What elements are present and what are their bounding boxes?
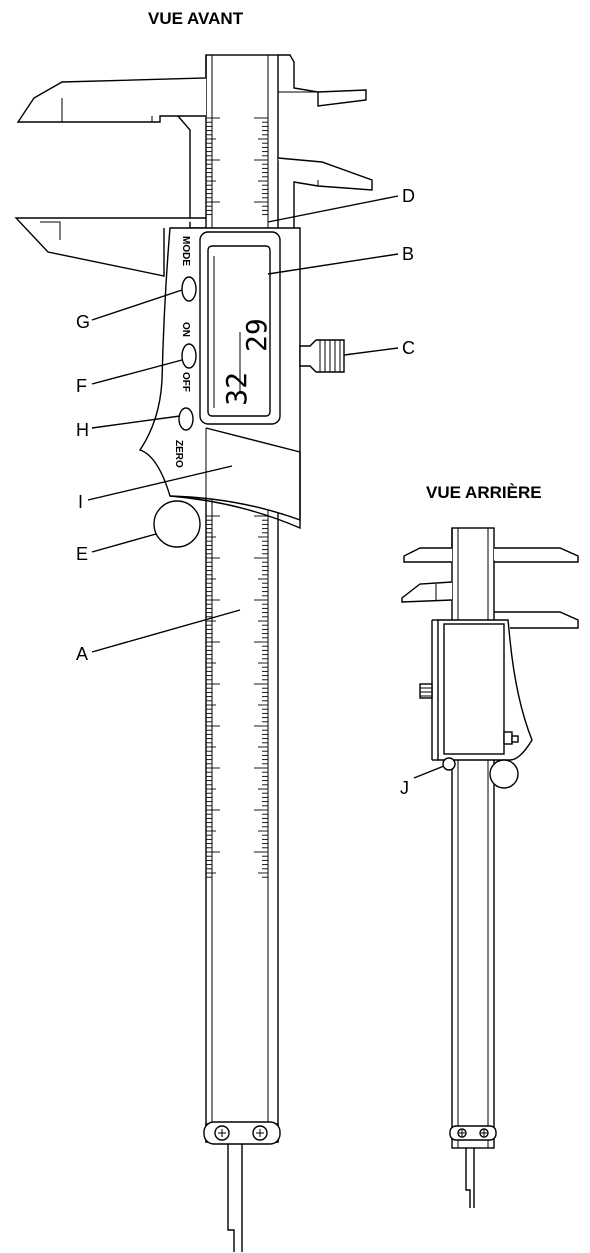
back-thumb-roller[interactable] bbox=[489, 759, 519, 789]
back-fixed-jaw-right bbox=[494, 547, 579, 563]
front-callouts: D B C G F H I E A bbox=[76, 186, 415, 664]
lcd-screen bbox=[207, 245, 271, 417]
callout-f: F bbox=[76, 376, 87, 396]
battery-cover bbox=[443, 623, 505, 755]
back-view-heading: VUE ARRIÈRE bbox=[426, 483, 542, 502]
lcd-readout: 32 bbox=[220, 372, 253, 406]
mode-label: MODE bbox=[180, 236, 191, 266]
callout-e: E bbox=[76, 544, 88, 564]
callout-i: I bbox=[78, 492, 83, 512]
screw-knurl bbox=[319, 340, 341, 372]
on-off-button[interactable] bbox=[181, 343, 197, 369]
back-end-plate bbox=[449, 1125, 497, 1141]
callout-d: D bbox=[402, 186, 415, 206]
callout-h: H bbox=[76, 420, 89, 440]
back-fixed-jaw-upper bbox=[403, 528, 453, 563]
callout-b: B bbox=[402, 244, 414, 264]
upper-sliding-jaw bbox=[278, 54, 367, 107]
lcd-reading-top: 29 bbox=[240, 318, 273, 352]
main-scale-ticks bbox=[206, 117, 268, 878]
back-pivot-hole bbox=[442, 757, 456, 771]
callout-g: G bbox=[76, 312, 90, 332]
zero-button[interactable] bbox=[178, 407, 194, 431]
callout-j: J bbox=[400, 778, 409, 798]
main-beam bbox=[205, 54, 279, 1143]
callout-a: A bbox=[76, 644, 88, 664]
back-depth-rod bbox=[465, 1148, 471, 1208]
thumb-roller[interactable] bbox=[153, 500, 201, 548]
outside-sliding-jaw bbox=[277, 157, 373, 228]
front-view-caliper: 32 29 MODE ON OFF ZERO bbox=[14, 54, 373, 1252]
off-label: OFF bbox=[180, 372, 191, 392]
upper-fixed-jaw bbox=[16, 55, 207, 123]
back-sliding-jaw-upper bbox=[401, 581, 453, 603]
front-view-heading: VUE AVANT bbox=[148, 9, 244, 28]
back-view-caliper bbox=[401, 527, 579, 1208]
back-sliding-jaw-lower bbox=[494, 611, 579, 629]
lower-fixed-jaw bbox=[14, 217, 206, 277]
locking-screw[interactable] bbox=[299, 339, 345, 373]
on-label: ON bbox=[180, 322, 191, 337]
depth-rod bbox=[227, 1144, 235, 1252]
lcd-reading-bottom: 32 bbox=[220, 372, 253, 406]
mode-button[interactable] bbox=[181, 276, 197, 302]
callout-c: C bbox=[402, 338, 415, 358]
zero-label: ZERO bbox=[173, 440, 184, 468]
